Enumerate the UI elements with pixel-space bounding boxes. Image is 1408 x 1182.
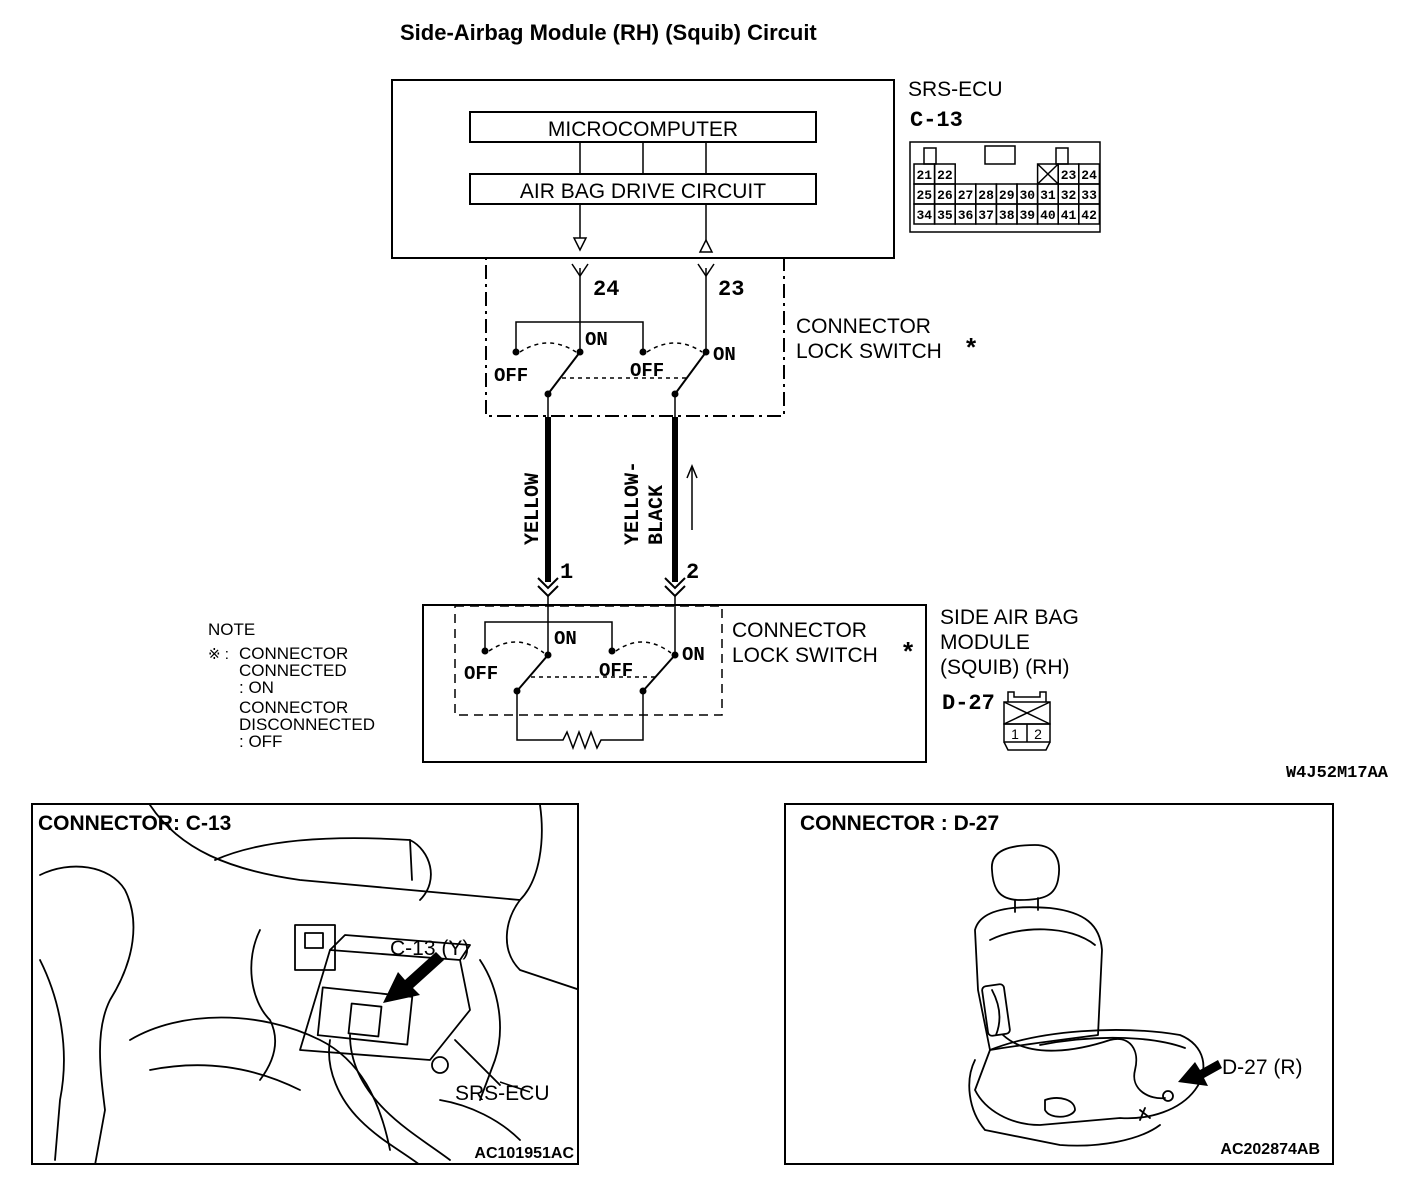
c13-pin-32: 32 — [1061, 188, 1077, 203]
c13-pin-31: 31 — [1040, 188, 1056, 203]
c13-pin-35: 35 — [937, 208, 953, 223]
note-line5: DISCONNECTED — [239, 715, 375, 734]
wire-color-yellow-black-2: BLACK — [646, 485, 669, 545]
d27-face-pin-1: 1 — [1011, 726, 1019, 742]
panel1-title: CONNECTOR: C-13 — [38, 812, 231, 835]
diagram-title: Side-Airbag Module (RH) (Squib) Circuit — [400, 20, 817, 45]
note-line1: CONNECTOR — [239, 644, 348, 663]
c13-pin-cell — [1078, 203, 1101, 225]
panel2-callout: D-27 (R) — [1222, 1056, 1303, 1079]
ecu-pin-24: 24 — [593, 277, 619, 302]
lower-lock-switch-line1: CONNECTOR — [732, 619, 867, 642]
d27-face-pin-2: 2 — [1034, 726, 1042, 742]
note-mark: ※ : — [208, 646, 229, 663]
d27-callout-arrow-icon — [1178, 1060, 1222, 1086]
c13-pin-26: 26 — [937, 188, 953, 203]
input-arrow-icon — [698, 238, 714, 253]
module-pin-2: 2 — [686, 560, 699, 585]
d27-connector-face: 1 2 — [1003, 691, 1051, 751]
c13-pin-22: 22 — [937, 168, 953, 183]
note-heading: NOTE — [208, 620, 255, 639]
c13-pin-42: 42 — [1081, 208, 1097, 223]
drive-circuit-label: AIR BAG DRIVE CIRCUIT — [520, 180, 766, 203]
c13-pin-39: 39 — [1019, 208, 1035, 223]
panel2-code: AC202874AB — [1220, 1141, 1320, 1158]
wire-color-yellow: YELLOW — [522, 473, 545, 545]
upper-lock-switch-line2: LOCK SWITCH — [796, 340, 942, 363]
panel1-code: AC101951AC — [474, 1145, 574, 1162]
c13-pin-37: 37 — [978, 208, 994, 223]
lower-lock-switch-asterisk: * — [903, 636, 914, 666]
note-line3: : ON — [239, 678, 274, 697]
module-box — [422, 604, 927, 763]
c13-pin-36: 36 — [958, 208, 974, 223]
module-name-line1: SIDE AIR BAG — [940, 606, 1079, 629]
c13-pin-40: 40 — [1040, 208, 1056, 223]
panel-connector-c13: CONNECTOR: C-13 C-13 (Y) SRS-ECU AC10195… — [31, 803, 579, 1165]
note-line4: CONNECTOR — [239, 698, 348, 717]
upper-switch2-on: ON — [713, 344, 736, 366]
c13-connector-face: 21 22 23 24 25 26 27 28 29 30 31 32 33 34 35 36 37 38 39 40… — [909, 141, 1101, 233]
lower-switch1-on: ON — [554, 628, 577, 650]
c13-pin-30: 30 — [1019, 188, 1035, 203]
diagram-code: W4J52M17AA — [1286, 764, 1389, 783]
c13-pin-41: 41 — [1061, 208, 1077, 223]
c13-pin-21: 21 — [916, 168, 932, 183]
c13-callout-arrow-icon — [383, 952, 444, 1003]
ecu-name: SRS-ECU — [908, 78, 1003, 101]
panel-connector-d27: CONNECTOR : D-27 D-27 (R) AC202874AB — [784, 803, 1334, 1165]
upper-lock-switch-asterisk: * — [966, 332, 977, 362]
c13-pin-38: 38 — [999, 208, 1015, 223]
panel2-title: CONNECTOR : D-27 — [800, 812, 999, 835]
lower-switch2-on: ON — [682, 644, 705, 666]
c13-pin-29: 29 — [999, 188, 1015, 203]
upper-switch1-on: ON — [585, 329, 608, 351]
upper-switch2-off: OFF — [630, 360, 664, 382]
c13-pin-28: 28 — [978, 188, 994, 203]
d27-seat-illustration — [968, 844, 1222, 1147]
module-pin-1: 1 — [560, 560, 573, 585]
c13-pin-24: 24 — [1081, 168, 1097, 183]
upper-lock-switch-boundary — [485, 257, 785, 417]
c13-pin-33: 33 — [1081, 188, 1097, 203]
microcomputer-label: MICROCOMPUTER — [548, 118, 738, 141]
panel1-callout: C-13 (Y) — [390, 937, 469, 960]
c13-pin-25: 25 — [916, 188, 932, 203]
lower-lock-switch-line2: LOCK SWITCH — [732, 644, 878, 667]
module-connector-id: D-27 — [942, 691, 995, 716]
c13-location-illustration — [39, 805, 577, 1163]
lower-switch2-off: OFF — [599, 660, 633, 682]
module-name-line3: (SQUIB) (RH) — [940, 656, 1070, 679]
panel1-ecu-label: SRS-ECU — [455, 1082, 550, 1105]
lower-switch1-off: OFF — [464, 663, 498, 685]
squib-resistor — [516, 691, 644, 751]
note-line2: CONNECTED — [239, 661, 347, 680]
output-arrow-icon — [572, 237, 588, 252]
wire-color-yellow-black-1: YELLOW- — [622, 461, 645, 545]
upper-switch1-off: OFF — [494, 365, 528, 387]
module-name-line2: MODULE — [940, 631, 1030, 654]
c13-pin-23: 23 — [1061, 168, 1077, 183]
note-line6: : OFF — [239, 732, 282, 751]
ecu-pin-23: 23 — [718, 277, 744, 302]
ecu-connector-id: C-13 — [910, 108, 963, 133]
lower-lock-switch-boundary — [454, 605, 723, 716]
c13-pin-27: 27 — [958, 188, 974, 203]
upper-lock-switch-line1: CONNECTOR — [796, 315, 931, 338]
c13-pin-34: 34 — [916, 208, 932, 223]
